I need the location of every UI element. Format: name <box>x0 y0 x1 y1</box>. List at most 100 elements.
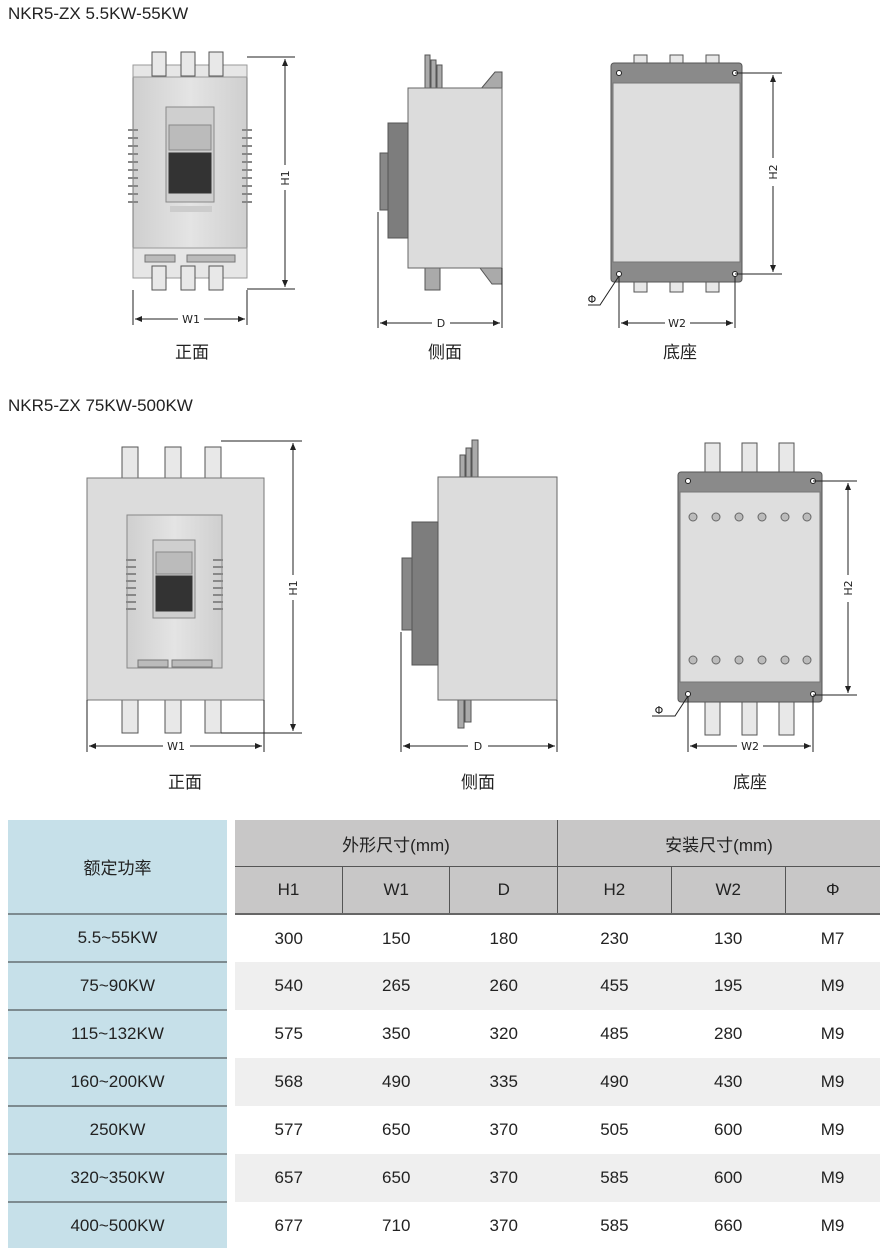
power-cell: 250KW <box>8 1106 227 1155</box>
value-cell: 195 <box>671 962 786 1010</box>
value-cell: 150 <box>342 914 450 962</box>
side-view-large <box>400 439 558 752</box>
dim-phi: Φ <box>588 293 597 306</box>
col-d: D <box>449 866 558 915</box>
spacer <box>227 1058 235 1106</box>
dim-w2: W2 <box>668 317 686 330</box>
dimension-drawings: H1 W1 D H2 W2 Φ 正面 侧面 底座 H1 W1 D H2 W2 Φ… <box>86 51 857 793</box>
value-cell: 660 <box>671 1202 786 1248</box>
rated-power-header: 额定功率 <box>8 820 227 915</box>
value-cell: 455 <box>557 962 672 1010</box>
value-cell: 657 <box>235 1154 343 1202</box>
dim-d: D <box>474 740 482 753</box>
front-caption: 正面 <box>175 343 209 363</box>
outline-dims-header: 外形尺寸(mm) <box>235 820 558 867</box>
install-dims-header: 安装尺寸(mm) <box>556 820 880 867</box>
value-cell: 490 <box>342 1058 450 1106</box>
power-cell: 400~500KW <box>8 1202 227 1248</box>
dimension-table: 额定功率 外形尺寸(mm) 安装尺寸(mm) H1 W1 D H2 W2 Φ 5… <box>8 820 880 1248</box>
power-cell: 5.5~55KW <box>8 914 227 963</box>
dim-h1: H1 <box>287 580 300 595</box>
front-view-small <box>128 51 295 325</box>
value-cell: 265 <box>342 962 450 1010</box>
value-cell: 300 <box>235 914 343 962</box>
spacer <box>227 962 235 1010</box>
dim-h1: H1 <box>279 170 292 185</box>
value-cell: 710 <box>342 1202 450 1248</box>
value-cell: M9 <box>785 1010 880 1058</box>
value-cell: M7 <box>785 914 880 962</box>
value-cell: 650 <box>342 1106 450 1154</box>
value-cell: M9 <box>785 962 880 1010</box>
power-cell: 320~350KW <box>8 1154 227 1203</box>
side-view-small <box>377 54 503 328</box>
value-cell: 370 <box>449 1106 558 1154</box>
value-cell: 350 <box>342 1010 450 1058</box>
dim-w1: W1 <box>167 740 185 753</box>
spacer <box>227 1106 235 1154</box>
value-cell: 650 <box>342 1154 450 1202</box>
value-cell: 280 <box>671 1010 786 1058</box>
value-cell: 230 <box>557 914 672 962</box>
value-cell: 585 <box>557 1202 672 1248</box>
spacer <box>227 1202 235 1248</box>
side-caption: 侧面 <box>461 773 495 793</box>
dim-h2: H2 <box>767 164 780 179</box>
value-cell: 540 <box>235 962 343 1010</box>
value-cell: 180 <box>449 914 558 962</box>
value-cell: 575 <box>235 1010 343 1058</box>
value-cell: 130 <box>671 914 786 962</box>
value-cell: 490 <box>557 1058 672 1106</box>
section2-title: NKR5-ZX 75KW-500KW <box>8 396 193 415</box>
value-cell: 370 <box>449 1202 558 1248</box>
front-caption: 正面 <box>168 773 202 793</box>
value-cell: M9 <box>785 1106 880 1154</box>
value-cell: 485 <box>557 1010 672 1058</box>
value-cell: 430 <box>671 1058 786 1106</box>
spacer <box>227 1010 235 1058</box>
value-cell: 568 <box>235 1058 343 1106</box>
power-cell: 160~200KW <box>8 1058 227 1107</box>
value-cell: 585 <box>557 1154 672 1202</box>
side-caption: 侧面 <box>428 343 462 363</box>
dim-w1: W1 <box>182 313 200 326</box>
value-cell: 505 <box>557 1106 672 1154</box>
dim-w2: W2 <box>741 740 759 753</box>
base-view-small <box>588 54 782 328</box>
col-h1: H1 <box>235 866 343 915</box>
value-cell: 600 <box>671 1154 786 1202</box>
col-w1: W1 <box>341 866 450 915</box>
section1-title: NKR5-ZX 5.5KW-55KW <box>8 4 189 23</box>
value-cell: 335 <box>449 1058 558 1106</box>
spacer <box>227 1154 235 1202</box>
value-cell: M9 <box>785 1154 880 1202</box>
value-cell: M9 <box>785 1058 880 1106</box>
col-w2: W2 <box>670 866 786 915</box>
base-caption: 底座 <box>663 343 697 363</box>
base-caption: 底座 <box>733 773 767 793</box>
dim-h2: H2 <box>842 580 855 595</box>
front-view-large <box>86 440 302 752</box>
col-phi: Φ <box>784 866 880 915</box>
value-cell: 677 <box>235 1202 343 1248</box>
col-h2: H2 <box>556 866 672 915</box>
value-cell: 260 <box>449 962 558 1010</box>
value-cell: 600 <box>671 1106 786 1154</box>
spacer <box>227 914 235 962</box>
value-cell: M9 <box>785 1202 880 1248</box>
value-cell: 370 <box>449 1154 558 1202</box>
dim-phi: Φ <box>655 704 664 717</box>
spacer <box>227 820 235 914</box>
value-cell: 577 <box>235 1106 343 1154</box>
dim-d: D <box>437 317 445 330</box>
value-cell: 320 <box>449 1010 558 1058</box>
power-cell: 75~90KW <box>8 962 227 1011</box>
